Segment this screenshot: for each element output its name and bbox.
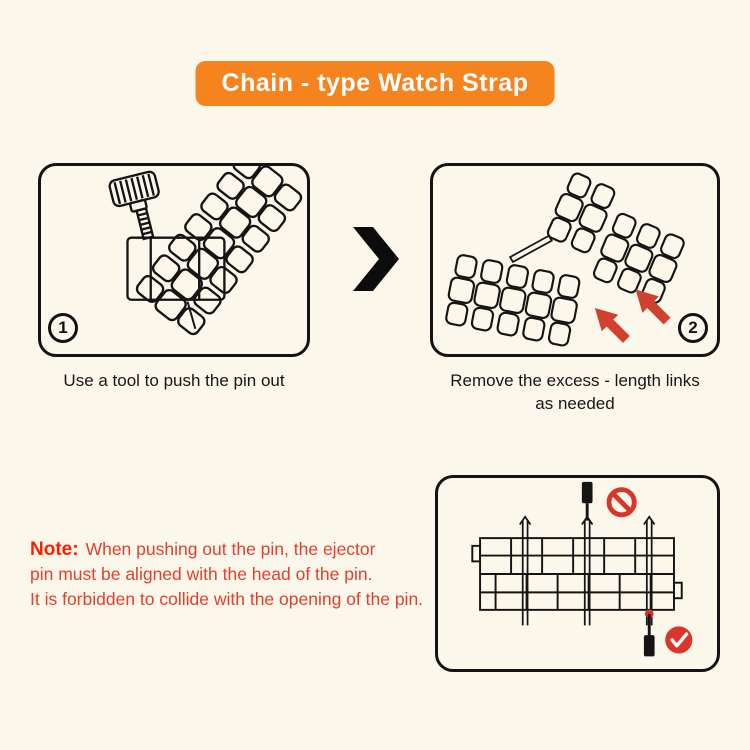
step2-caption: Remove the excess - length links as need… — [450, 371, 700, 413]
note-text-2: pin must be aligned with the head of the… — [30, 564, 373, 584]
note-line-1: Note: When pushing out the pin, the eject… — [30, 537, 450, 562]
step-2-badge: 2 — [678, 313, 708, 343]
alignment-diagram-panel — [435, 475, 720, 672]
spring-pin — [508, 234, 553, 264]
note-text-1: When pushing out the pin, the ejector — [85, 539, 376, 559]
note-label: Note: — [30, 539, 79, 560]
pin-removal-tool-illustration — [108, 166, 306, 340]
step-1-number: 1 — [58, 318, 68, 337]
step-1-badge: 1 — [48, 313, 78, 343]
next-arrow-icon — [353, 227, 399, 291]
band-cross-section — [471, 537, 683, 611]
page-title: Chain - type Watch Strap — [221, 69, 529, 97]
ejector-pin-icon — [581, 481, 593, 521]
prohibited-icon — [606, 487, 637, 518]
title-banner: Chain - type Watch Strap — [195, 61, 555, 106]
note-text-3: It is forbidden to collide with the open… — [30, 589, 424, 609]
check-icon — [665, 626, 693, 654]
ejected-pin-icon — [643, 613, 655, 657]
separated-links-illustration — [442, 169, 689, 348]
pin-alignment-diagram — [471, 481, 693, 657]
note: Note: When pushing out the pin, the eject… — [30, 537, 450, 612]
link-remover-tool — [108, 170, 226, 330]
step-2-number: 2 — [688, 318, 698, 337]
step2-panel: 2 — [430, 163, 720, 357]
step1-panel: 1 — [38, 163, 310, 357]
step1-caption: Use a tool to push the pin out — [63, 371, 285, 390]
band-segment-left — [442, 252, 584, 348]
red-arrow-icon — [594, 289, 671, 343]
